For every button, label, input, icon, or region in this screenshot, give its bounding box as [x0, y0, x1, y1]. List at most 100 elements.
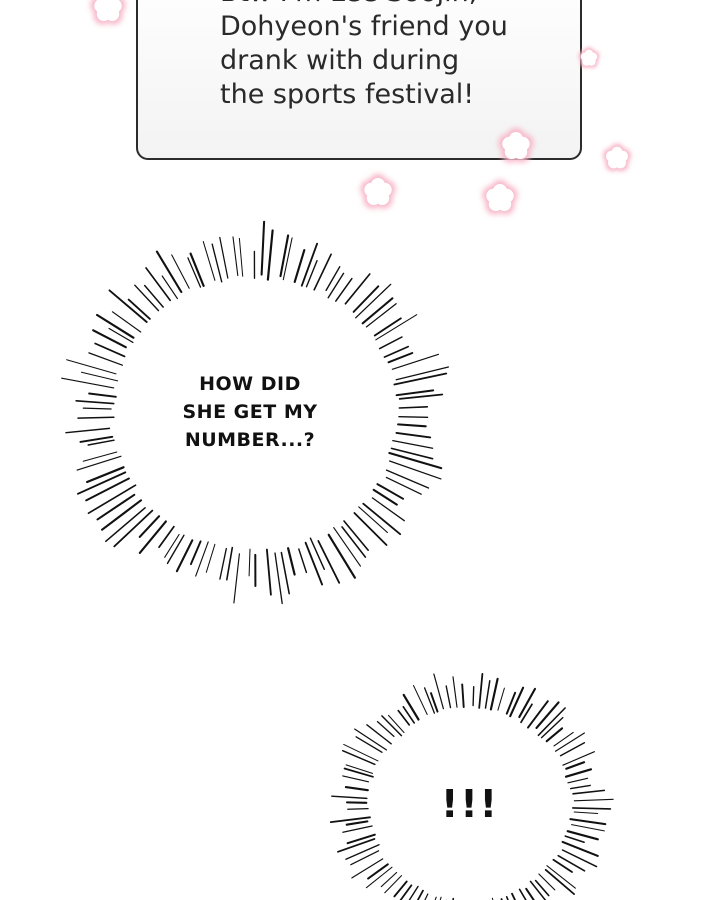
burst-line — [398, 406, 429, 409]
burst-line — [346, 833, 376, 845]
burst-line — [76, 471, 127, 495]
burst-line — [388, 451, 443, 470]
burst-line — [138, 515, 161, 538]
burst-line — [365, 866, 393, 889]
burst-line — [85, 477, 130, 502]
bubble-2-text: !!! — [441, 782, 499, 826]
burst-line — [546, 865, 576, 889]
burst-line — [92, 329, 127, 349]
burst-line — [529, 880, 547, 900]
burst-line — [433, 673, 445, 710]
burst-line — [375, 314, 418, 341]
burst-line — [161, 275, 178, 300]
burst-line — [233, 553, 240, 604]
burst-line — [393, 880, 408, 898]
burst-line — [511, 892, 516, 900]
burst-line — [75, 399, 115, 405]
burst-line — [164, 533, 180, 558]
burst-line — [572, 789, 606, 795]
burst-line — [111, 311, 142, 333]
burst-line — [344, 273, 371, 305]
burst-line — [175, 539, 194, 573]
burst-line — [86, 466, 125, 484]
burst-line — [413, 685, 428, 715]
burst-line — [219, 547, 227, 580]
burst-line — [309, 537, 326, 571]
burst-line — [376, 720, 395, 738]
burst-line — [398, 416, 429, 418]
burst-line — [238, 237, 244, 277]
burst-line — [145, 267, 172, 302]
burst-line — [96, 313, 135, 339]
bubble-1-text: HOW DID SHE GET MY NUMBER...? — [150, 370, 350, 454]
burst-line — [557, 854, 586, 872]
burst-line — [353, 512, 388, 546]
burst-line — [343, 520, 369, 551]
burst-line — [313, 253, 332, 291]
burst-line — [391, 353, 440, 370]
burst-line — [561, 849, 598, 868]
burst-line — [489, 677, 499, 711]
burst-line — [573, 811, 599, 815]
burst-line — [365, 303, 397, 328]
burst-line — [402, 693, 420, 721]
burst-line — [395, 431, 432, 439]
burst-line — [205, 543, 216, 573]
burst-line — [571, 824, 605, 832]
burst-line — [472, 686, 475, 707]
burst-line — [497, 687, 505, 711]
burst-line — [347, 807, 369, 810]
burst-line — [362, 502, 402, 536]
burst-line — [304, 541, 324, 586]
burst-line — [395, 389, 435, 397]
burst-line — [518, 687, 537, 719]
burst-line — [358, 506, 388, 534]
burst-line — [300, 242, 319, 287]
burst-line — [527, 700, 549, 729]
burst-line — [371, 497, 405, 522]
burst-line — [565, 761, 586, 770]
burst-line — [397, 423, 427, 428]
burst-line — [562, 751, 595, 766]
burst-line — [535, 701, 560, 729]
burst-line — [397, 709, 411, 726]
burst-line — [61, 377, 115, 389]
burst-line — [87, 439, 115, 446]
burst-line — [325, 266, 341, 292]
burst-line — [520, 703, 533, 724]
burst-line — [387, 352, 414, 364]
burst-line — [537, 707, 566, 737]
message-box — [136, 0, 582, 160]
burst-line — [287, 547, 296, 576]
burst-line — [265, 548, 272, 596]
burst-line — [545, 727, 564, 743]
burst-line — [345, 820, 369, 826]
burst-line — [282, 237, 293, 281]
burst-line — [376, 483, 405, 500]
burst-line — [388, 460, 442, 480]
burst-line — [381, 715, 403, 737]
bubble-line: NUMBER...? — [184, 429, 316, 451]
burst-line — [390, 447, 434, 460]
burst-line — [166, 534, 185, 565]
burst-line — [385, 469, 430, 489]
message-line: drank with during — [220, 45, 460, 76]
burst-line — [113, 509, 154, 548]
burst-line — [96, 493, 136, 521]
burst-line — [298, 548, 308, 574]
burst-line — [248, 548, 251, 577]
burst-line — [88, 352, 124, 366]
burst-line — [383, 345, 410, 358]
burst-line — [65, 427, 111, 434]
burst-line — [566, 830, 599, 841]
burst-line — [430, 692, 439, 713]
burst-line — [211, 243, 223, 283]
message-line: Dohyeon's friend you — [220, 11, 508, 42]
burst-line — [544, 868, 575, 895]
message-text: Btw I'm Lee Soojin, Dohyeon's friend you… — [220, 0, 560, 112]
burst-line — [266, 229, 274, 281]
burst-line — [478, 673, 484, 709]
burst-line — [171, 254, 190, 289]
burst-line — [108, 327, 134, 344]
